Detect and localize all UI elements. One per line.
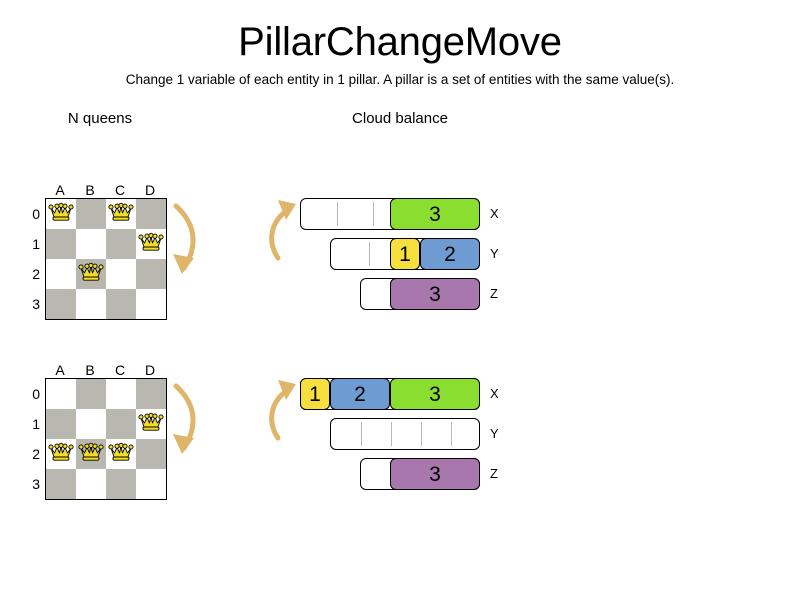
row-label: 0 — [32, 206, 40, 222]
queen-icon — [108, 202, 134, 221]
nqueens-section-caption: N queens — [67, 110, 133, 127]
queen-icon — [138, 232, 164, 251]
page-title: PillarChangeMove — [238, 20, 562, 64]
capacity-unit-divider — [373, 202, 374, 226]
column-label: A — [55, 182, 65, 198]
up-curve-arrow-icon — [269, 200, 296, 261]
queen-icon — [78, 442, 104, 461]
computer-label: Y — [490, 426, 499, 441]
column-label: C — [114, 182, 126, 198]
process-block[interactable]: 1 — [300, 378, 330, 410]
board-cell[interactable] — [136, 199, 166, 229]
process-block[interactable]: 3 — [390, 378, 480, 410]
process-block[interactable]: 3 — [390, 458, 480, 490]
board-cell[interactable] — [76, 199, 106, 229]
nqueens-board-before: A B C D 0 1 2 3 — [32, 182, 167, 320]
capacity-unit-divider — [337, 202, 338, 226]
board-cell[interactable] — [76, 409, 106, 439]
process-block[interactable]: 2 — [330, 378, 390, 410]
board-cell[interactable] — [106, 409, 136, 439]
queen-piece[interactable] — [46, 439, 76, 469]
process-block[interactable]: 1 — [390, 238, 420, 270]
computer-label: Y — [490, 246, 499, 261]
board-cell[interactable] — [46, 259, 76, 289]
page-header: PillarChangeMove Change 1 variable of ea… — [0, 0, 800, 87]
board-cell[interactable] — [46, 379, 76, 409]
board-cell[interactable] — [136, 439, 166, 469]
board-cell[interactable] — [106, 229, 136, 259]
board-cell[interactable] — [46, 229, 76, 259]
column-label: D — [144, 362, 156, 378]
queen-piece[interactable] — [106, 439, 136, 469]
chess-board-grid[interactable]: 0 1 2 3 — [32, 378, 167, 500]
board-cell[interactable] — [106, 259, 136, 289]
row-label: 2 — [32, 446, 40, 462]
capacity-unit-divider — [368, 242, 370, 266]
column-label: C — [114, 362, 126, 378]
process-block[interactable]: 3 — [390, 278, 480, 310]
cloud-balance-section-caption: Cloud balance — [352, 110, 448, 127]
board-cell[interactable] — [76, 469, 106, 499]
computer-label: Z — [490, 466, 498, 481]
board-column-labels: A B C D — [45, 362, 165, 378]
board-cell[interactable] — [106, 469, 136, 499]
queen-piece[interactable] — [46, 199, 76, 229]
column-label: B — [85, 362, 95, 378]
process-block[interactable]: 3 — [390, 198, 480, 230]
cloud-computer-row: Y — [330, 418, 499, 450]
queen-piece[interactable] — [76, 439, 106, 469]
capacity-unit-divider — [361, 422, 362, 446]
queen-icon — [78, 262, 104, 281]
queen-piece[interactable] — [76, 259, 106, 289]
computer-label: X — [490, 206, 499, 221]
queen-icon — [138, 412, 164, 431]
page-subtitle: Change 1 variable of each entity in 1 pi… — [125, 72, 675, 87]
computer-label: Z — [490, 286, 498, 301]
queen-icon — [48, 442, 74, 461]
up-curve-arrow-icon — [269, 380, 296, 441]
column-label: B — [85, 182, 95, 198]
computer-capacity-bar[interactable] — [330, 418, 480, 450]
queen-piece[interactable] — [106, 199, 136, 229]
queen-piece[interactable] — [136, 229, 166, 259]
queen-piece[interactable] — [136, 409, 166, 439]
chess-board-grid[interactable]: 0 1 2 3 — [32, 198, 167, 320]
board-cell[interactable] — [76, 229, 106, 259]
board-cell[interactable] — [46, 409, 76, 439]
process-block[interactable]: 2 — [420, 238, 480, 270]
computer-label: X — [490, 386, 499, 401]
queen-icon — [48, 202, 74, 221]
board-cell[interactable] — [76, 379, 106, 409]
board-cell[interactable] — [136, 259, 166, 289]
queen-icon — [108, 442, 134, 461]
column-label: D — [144, 182, 156, 198]
row-label: 3 — [32, 296, 40, 312]
row-label: 3 — [32, 476, 40, 492]
capacity-unit-divider — [421, 422, 422, 446]
row-label: 0 — [32, 386, 40, 402]
nqueens-board-after: A B C D 0 1 2 3 — [32, 362, 167, 500]
board-cell[interactable] — [136, 469, 166, 499]
board-column-labels: A B C D — [45, 182, 165, 198]
row-label: 2 — [32, 266, 40, 282]
row-label: 1 — [32, 416, 40, 432]
board-cell[interactable] — [106, 289, 136, 319]
capacity-unit-divider — [391, 422, 392, 446]
board-cell[interactable] — [136, 289, 166, 319]
column-label: A — [55, 362, 65, 378]
down-curve-arrow-icon — [173, 383, 196, 454]
board-cell[interactable] — [136, 379, 166, 409]
row-label: 1 — [32, 236, 40, 252]
board-cell[interactable] — [106, 379, 136, 409]
down-curve-arrow-icon — [173, 203, 196, 274]
board-cell[interactable] — [46, 469, 76, 499]
board-cell[interactable] — [46, 289, 76, 319]
board-cell[interactable] — [76, 289, 106, 319]
capacity-unit-divider — [451, 422, 452, 446]
